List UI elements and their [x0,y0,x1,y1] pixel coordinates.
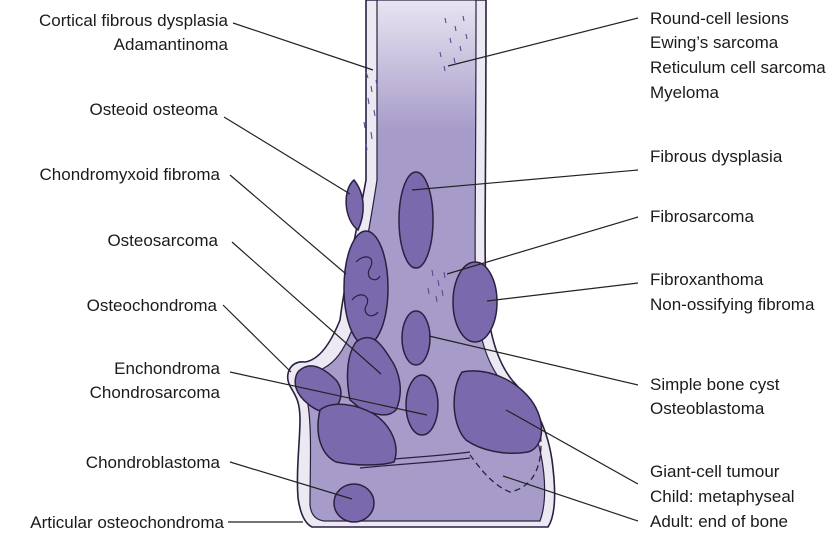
simple-bone-cyst-lesion [402,311,430,365]
osteoblastoma-lesion [406,375,438,435]
bone-illustration [288,0,555,527]
label-fibrosarcoma: Fibrosarcoma [650,207,754,226]
label-osteochondroma: Osteochondroma [87,296,218,315]
label-osteoid-osteoma: Osteoid osteoma [89,100,218,119]
label-chondroblastoma: Chondroblastoma [86,453,221,472]
osteoid-osteoma-lesion [346,180,363,230]
label-fibrous-dysplasia: Fibrous dysplasia [650,147,783,166]
chondroblastoma-lesion [334,484,374,522]
label-chondromyxoid-fibroma: Chondromyxoid fibroma [40,165,221,184]
label-articular-osteochondroma: Articular osteochondroma [30,513,224,532]
fibroxanthoma-lesion [453,262,497,342]
giant-cell-tumour-lesion [454,371,541,453]
chondromyxoid-fibroma-lesion [344,231,388,345]
label-osteosarcoma: Osteosarcoma [107,231,218,250]
fibrous-dysplasia-lesion [399,172,433,268]
